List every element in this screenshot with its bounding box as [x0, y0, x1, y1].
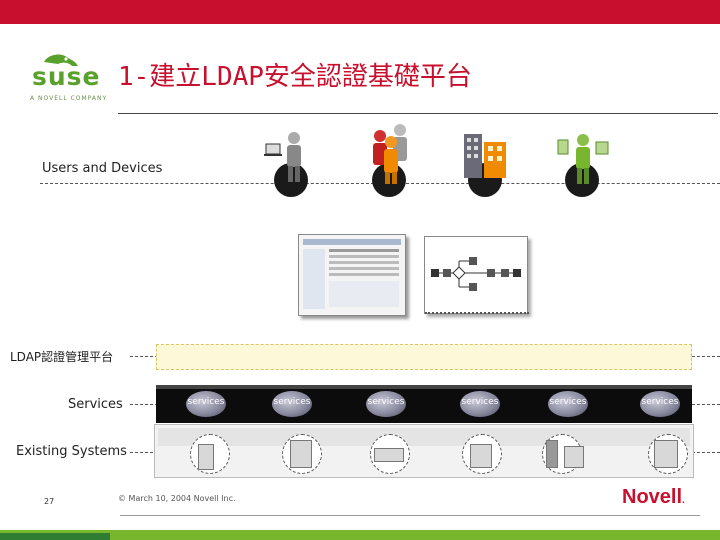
service-item-3: services	[366, 391, 406, 417]
services-label: Services	[68, 397, 123, 412]
server-icon	[198, 444, 214, 470]
tower-server-icon	[546, 440, 558, 468]
buildings-icon	[464, 134, 506, 178]
bottom-dark-green-bar	[0, 533, 110, 540]
service-item-5: services	[548, 391, 588, 417]
ldap-platform-label: LDAP認證管理平台	[10, 350, 114, 364]
existing-systems-label: Existing Systems	[16, 444, 127, 459]
title-divider	[118, 113, 718, 114]
workflow-diagram-screenshot	[424, 236, 529, 314]
footer-divider	[120, 515, 700, 516]
laptop-user-icon	[264, 132, 301, 182]
novell-logo: Novell.	[622, 486, 685, 509]
service-item-1: services	[186, 391, 226, 417]
mainframe-icon	[290, 440, 312, 468]
service-item-6: services	[640, 391, 680, 417]
copyright-text: © March 10, 2004 Novell Inc.	[118, 494, 236, 503]
logo-tagline: A NOVELL COMPANY	[30, 95, 108, 102]
top-red-bar	[0, 0, 720, 24]
services-band	[156, 385, 692, 423]
management-console-screenshot	[298, 234, 406, 316]
service-item-2: services	[272, 391, 312, 417]
systems-inner-panel	[158, 428, 690, 446]
rack-server-icon	[564, 446, 584, 468]
service-item-4: services	[460, 391, 500, 417]
suse-logo	[22, 50, 112, 108]
workstation-icon	[374, 448, 404, 462]
mobile-user-icon	[557, 134, 609, 184]
services-band-highlight	[156, 385, 692, 389]
chameleon-icon	[44, 54, 78, 66]
users-devices-label: Users and Devices	[42, 161, 163, 176]
page-number: 27	[44, 497, 55, 506]
logo-wordmark: suse	[32, 62, 101, 91]
storage-server-icon	[654, 440, 678, 468]
workflow-diagram-icon	[431, 257, 521, 291]
novell-wordmark: Novell	[622, 486, 683, 508]
user-group-icon	[373, 124, 407, 184]
ldap-platform-band	[156, 344, 692, 370]
database-server-icon	[470, 444, 492, 468]
bottom-green-bar	[0, 530, 720, 540]
slide-title: 1-建立LDAP安全認證基礎平台	[118, 62, 472, 92]
novell-mark: .	[682, 495, 685, 506]
